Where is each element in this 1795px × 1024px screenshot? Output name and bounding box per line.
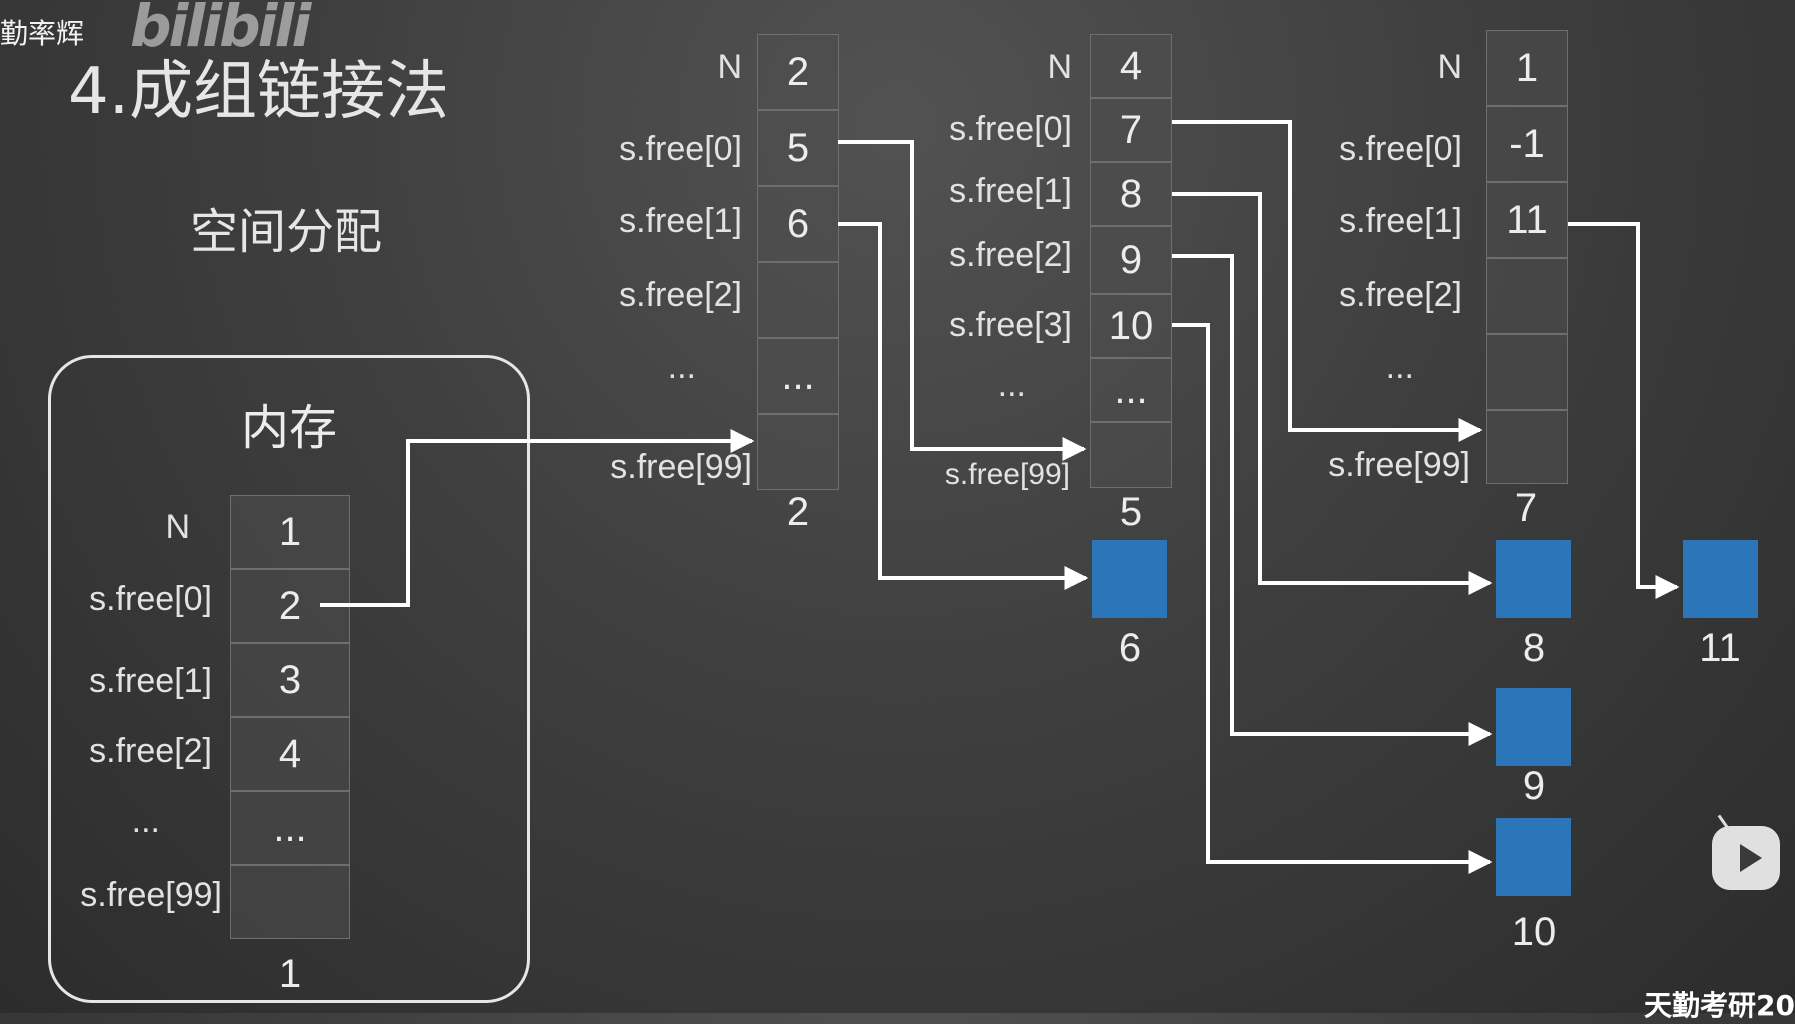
watermark-bottom: 天勤考研20 xyxy=(1644,989,1795,1022)
block5-label-free2: s.free[2] xyxy=(949,236,1072,274)
free-block-6 xyxy=(1092,540,1167,618)
block5-label-ellipsis: ... xyxy=(997,366,1026,404)
block7-cell-free1: 11 xyxy=(1486,182,1568,258)
block5-label-n: N xyxy=(1047,48,1072,86)
arrow-memory-to-block2 xyxy=(320,429,755,607)
bilibili-logo: bilibili xyxy=(130,0,311,60)
free-block-9-number: 9 xyxy=(1522,764,1546,808)
arrow-block5-to-block9 xyxy=(1172,254,1493,746)
memory-label: 内存 xyxy=(240,400,337,456)
block7-label-free99: s.free[99] xyxy=(1328,446,1470,484)
block5-label-free3: s.free[3] xyxy=(949,306,1072,344)
memory-cell-n: 1 xyxy=(230,495,350,569)
memory-label-ellipsis: ... xyxy=(131,802,160,840)
block5-cell-n: 4 xyxy=(1090,34,1172,98)
free-block-6-number: 6 xyxy=(1118,626,1142,670)
slide-subtitle: 空间分配 xyxy=(190,204,383,260)
memory-label-free0: s.free[0] xyxy=(89,580,212,618)
memory-cell-ellipsis: ... xyxy=(230,791,350,865)
arrow-block5-to-block10 xyxy=(1172,323,1493,874)
free-block-10-number: 10 xyxy=(1511,910,1557,954)
block7-cell-free0: -1 xyxy=(1486,106,1568,182)
block2-cell-free2 xyxy=(757,262,839,338)
block2-number: 2 xyxy=(786,490,810,534)
memory-cell-free99 xyxy=(230,865,350,939)
block5-cell-free2: 9 xyxy=(1090,226,1172,294)
watermark-author: 勤率辉 xyxy=(0,17,85,50)
block7-cell-free2 xyxy=(1486,258,1568,334)
memory-label-free2: s.free[2] xyxy=(89,732,212,770)
memory-block-number: 1 xyxy=(278,952,302,996)
memory-cell-free2: 4 xyxy=(230,717,350,791)
block5-cell-ellipsis: ... xyxy=(1090,358,1172,422)
arrow-block2-to-block6 xyxy=(838,222,1089,590)
block2-label-free99: s.free[99] xyxy=(610,448,752,486)
arrow-block5-to-block8 xyxy=(1172,192,1493,595)
arrow-block2-to-block5 xyxy=(838,140,1087,461)
block2-label-free2: s.free[2] xyxy=(619,276,742,314)
block7-label-free0: s.free[0] xyxy=(1339,130,1462,168)
block5-label-free0: s.free[0] xyxy=(949,110,1072,148)
block2-label-free1: s.free[1] xyxy=(619,202,742,240)
block5-cell-free3: 10 xyxy=(1090,294,1172,358)
block7-label-ellipsis: ... xyxy=(1385,348,1414,386)
memory-label-n: N xyxy=(165,508,190,546)
block2-label-ellipsis: ... xyxy=(667,348,696,386)
block2-cell-free1: 6 xyxy=(757,186,839,262)
block7-label-n: N xyxy=(1437,48,1462,86)
memory-label-free1: s.free[1] xyxy=(89,662,212,700)
block5-cell-free0: 7 xyxy=(1090,98,1172,162)
block5-label-free99: s.free[99] xyxy=(944,458,1070,491)
pointer-arrows xyxy=(320,120,1680,874)
block7-cell-free99 xyxy=(1486,410,1568,484)
free-block-9 xyxy=(1496,688,1571,766)
block5-number: 5 xyxy=(1119,490,1143,534)
free-block-11 xyxy=(1683,540,1758,618)
free-block-8-number: 8 xyxy=(1522,626,1546,670)
arrow-block5-to-block7 xyxy=(1172,120,1483,442)
block7-cell-n: 1 xyxy=(1486,30,1568,106)
arrow-block7-to-block11 xyxy=(1568,222,1680,599)
play-icon[interactable] xyxy=(1712,826,1780,890)
free-block-10 xyxy=(1496,818,1571,896)
slide-title: 4.成组链接法 xyxy=(68,55,450,129)
memory-frame: 内存 xyxy=(48,355,530,1003)
block7-cell-blank xyxy=(1486,334,1568,410)
block5-label-free1: s.free[1] xyxy=(949,172,1072,210)
block2-cell-n: 2 xyxy=(757,34,839,110)
block5-cell-free99 xyxy=(1090,422,1172,488)
block7-label-free2: s.free[2] xyxy=(1339,276,1462,314)
block7-label-free1: s.free[1] xyxy=(1339,202,1462,240)
block2-cell-ellipsis: ... xyxy=(757,338,839,414)
block2-label-n: N xyxy=(717,48,742,86)
block2-cell-free99 xyxy=(757,414,839,490)
memory-label-free99: s.free[99] xyxy=(80,876,222,914)
block7-number: 7 xyxy=(1514,486,1538,530)
block2-cell-free0: 5 xyxy=(757,110,839,186)
free-block-11-number: 11 xyxy=(1699,626,1741,670)
block2-label-free0: s.free[0] xyxy=(619,130,742,168)
memory-cell-free1: 3 xyxy=(230,643,350,717)
block5-cell-free1: 8 xyxy=(1090,162,1172,226)
free-block-8 xyxy=(1496,540,1571,618)
